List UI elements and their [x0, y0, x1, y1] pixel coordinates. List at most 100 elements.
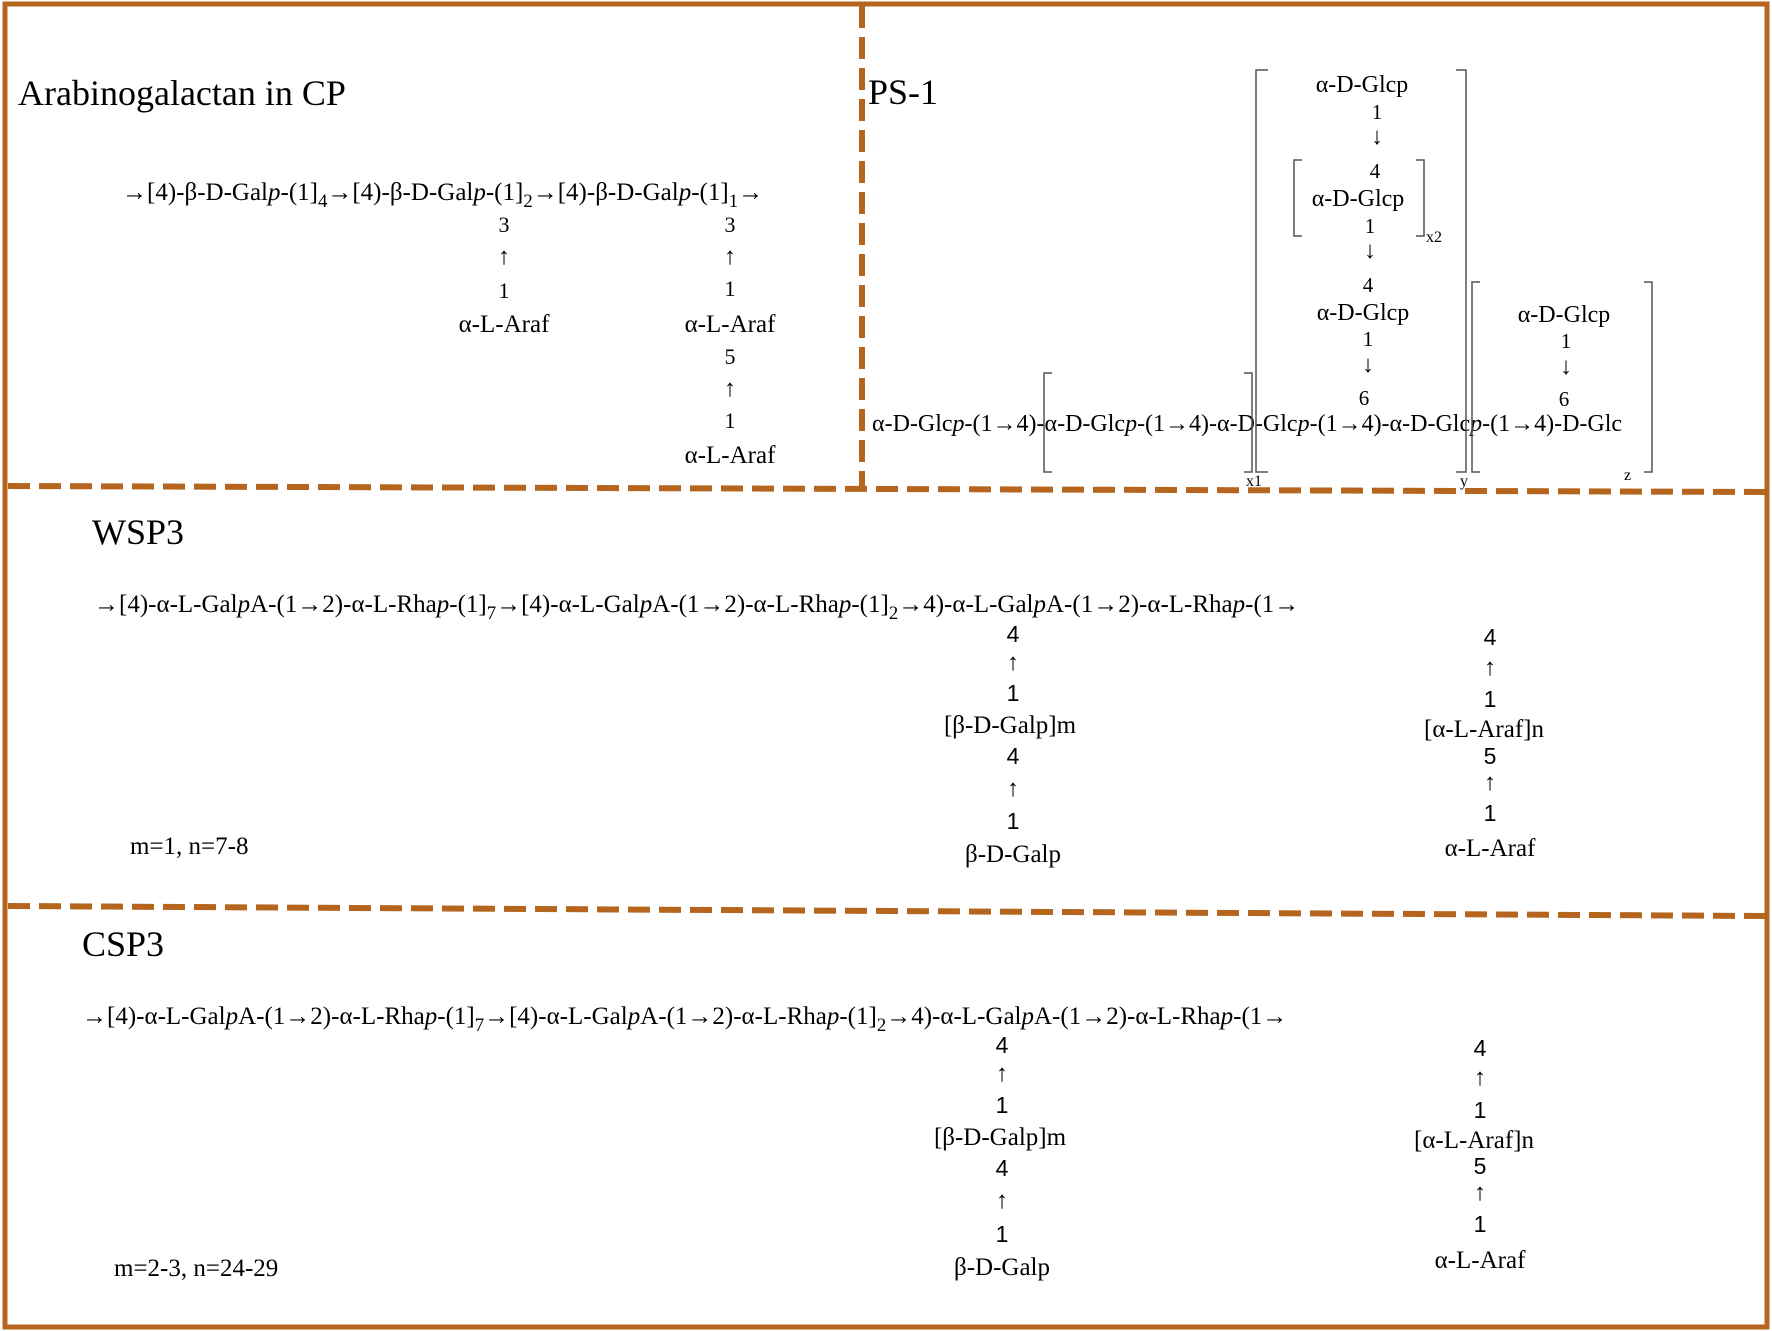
cp-branch2-linkage-5: 5	[725, 344, 736, 369]
csp3-ara-residue: α-L-Araf	[1435, 1247, 1526, 1274]
wsp3-ara-linkage-1: 1	[1484, 686, 1497, 712]
csp3-ara-linkage-1b: 1	[1474, 1211, 1487, 1237]
chain-segment: 2	[523, 191, 532, 212]
chain-segment: A-(1→2)-α-L-Rha	[250, 591, 437, 618]
chain-segment: p	[1219, 1003, 1234, 1030]
cp-main-chain: →[4)-β-D-Galp-(1]4→[4)-β-D-Galp-(1]2→[4)…	[122, 179, 763, 212]
wsp3-ara-linkage-1b: 1	[1484, 800, 1497, 826]
chain-segment: -(1→4)-α-D-Glc	[1310, 411, 1471, 437]
chain-segment: p	[1020, 1003, 1035, 1030]
csp3-main-chain: →[4)-α-L-GalpA-(1→2)-α-L-Rhap-(1]7→[4)-α…	[82, 1003, 1287, 1036]
csp3-gal-linkage-4: 4	[996, 1032, 1009, 1058]
chain-segment: →[4)-β-D-Gal	[533, 179, 679, 206]
chain-segment: A-(1→2)-α-L-Rha	[1046, 591, 1233, 618]
panel-title-csp3: CSP3	[82, 924, 164, 964]
chain-segment: →[4)-β-D-Gal	[122, 179, 268, 206]
chain-segment: p	[825, 1003, 840, 1030]
divider-h1	[7, 483, 1767, 495]
wsp3-ara-linkage-4: 4	[1484, 624, 1497, 650]
ps1-main-chain: α-D-Glcp-(1→4)-α-D-Glcp-(1→4)-α-D-Glcp-(…	[872, 411, 1622, 437]
cp-branch1-linkage-1: 1	[499, 278, 510, 303]
arrow-up-icon: ↑	[996, 1061, 1008, 1087]
arrow-up-icon: ↑	[1474, 1065, 1486, 1091]
bracket-z	[1471, 281, 1653, 473]
chain-segment: p	[435, 591, 450, 618]
chain-segment: -(1→4)-α-D-Glc	[1137, 411, 1298, 437]
arrow-down-icon: ↓	[1362, 352, 1374, 378]
subscript-y: y	[1460, 473, 1468, 490]
chain-segment: →[4)-α-L-Gal	[82, 1003, 226, 1030]
arrow-down-icon: ↓	[1560, 354, 1572, 380]
arrow-up-icon: ↑	[1484, 655, 1496, 681]
ps1-big-residue-1: α-D-Glcp	[1316, 72, 1409, 98]
arrow-down-icon: ↓	[1371, 124, 1383, 150]
cp-branch2-linkage-1: 1	[725, 276, 736, 301]
cp-branch-2: 3 ↑ 1 α-L-Araf 5 ↑ 1 α-L-Araf	[685, 212, 776, 469]
chain-segment: p	[423, 1003, 438, 1030]
chain-segment: →[4)-β-D-Gal	[327, 179, 473, 206]
ps1-big-linkage-1b: 1	[1365, 214, 1376, 238]
chain-segment: -(1]	[691, 179, 728, 206]
csp3-gal-residue: β-D-Galp	[954, 1254, 1050, 1281]
ps1-big-linkage-1c: 1	[1363, 327, 1374, 351]
csp3-ara-linkage-1: 1	[1474, 1097, 1487, 1123]
ps1-small-residue: α-D-Glcp	[1518, 302, 1611, 328]
chain-segment: p	[626, 1003, 641, 1030]
arrow-up-icon: ↑	[996, 1188, 1008, 1214]
ps1-big-residue-2: α-D-Glcp	[1312, 186, 1405, 212]
chain-segment: A-(1→2)-α-L-Rha	[238, 1003, 425, 1030]
bracket-x2	[1293, 159, 1425, 237]
cp-branch-1: 3 ↑ 1 α-L-Araf	[459, 212, 550, 338]
chain-segment: p	[1123, 411, 1137, 437]
panel-wsp3: WSP3 →[4)-α-L-GalpA-(1→2)-α-L-Rhap-(1]7→…	[92, 512, 1544, 868]
panel-cp: Arabinogalactan in CP →[4)-β-D-Galp-(1]4…	[18, 73, 776, 469]
wsp3-gal-branch: 4 ↑ 1 [β-D-Galp]m 4 ↑ 1 β-D-Galp	[944, 621, 1077, 868]
csp3-gal-residue-m: [β-D-Galp]m	[934, 1124, 1067, 1151]
chain-segment: →4)-α-L-Gal	[898, 591, 1033, 618]
csp3-ara-residue-n: [α-L-Araf]n	[1414, 1127, 1534, 1154]
cp-branch2-residue-2: α-L-Araf	[685, 442, 776, 469]
chain-segment: 4	[318, 191, 328, 212]
csp3-gal-branch: 4 ↑ 1 [β-D-Galp]m 4 ↑ 1 β-D-Galp	[934, 1032, 1067, 1281]
arrow-up-icon: ↑	[1484, 770, 1496, 796]
csp3-parameters-note: m=2-3, n=24-29	[114, 1255, 278, 1282]
chain-segment: -(1]	[437, 1003, 474, 1030]
subscript-x2: x2	[1426, 229, 1442, 246]
bracket-x1	[1043, 372, 1253, 473]
cp-branch1-residue: α-L-Araf	[459, 311, 550, 338]
chain-segment: -(1]	[281, 179, 318, 206]
chain-segment: →	[738, 179, 763, 206]
wsp3-parameters-note: m=1, n=7-8	[130, 833, 248, 860]
arrow-up-icon: ↑	[498, 244, 510, 270]
chain-segment: A-(1→2)-α-L-Rha	[1034, 1003, 1221, 1030]
panel-csp3: CSP3 →[4)-α-L-GalpA-(1→2)-α-L-Rhap-(1]7→…	[82, 924, 1534, 1282]
wsp3-ara-residue: α-L-Araf	[1445, 835, 1536, 862]
chain-segment: 7	[487, 603, 496, 624]
csp3-ara-linkage-5: 5	[1474, 1153, 1487, 1179]
arrow-down-icon: ↓	[1364, 238, 1376, 264]
wsp3-gal-linkage-4b: 4	[1007, 743, 1020, 769]
cp-branch2-linkage-3: 3	[725, 212, 736, 237]
chain-segment: p	[266, 179, 281, 206]
csp3-gal-linkage-4b: 4	[996, 1155, 1009, 1181]
wsp3-gal-residue-m: [β-D-Galp]m	[944, 712, 1077, 739]
csp3-ara-branch: 4 ↑ 1 [α-L-Araf]n 5 ↑ 1 α-L-Araf	[1414, 1035, 1534, 1274]
ps1-big-linkage-6: 6	[1359, 386, 1370, 410]
ps1-big-branch: α-D-Glcp 1 ↓ 4 α-D-Glcp 1 ↓ 4 α-D-Glcp 1…	[1312, 72, 1410, 410]
wsp3-ara-branch: 4 ↑ 1 [α-L-Araf]n 5 ↑ 1 α-L-Araf	[1424, 624, 1544, 862]
chain-segment: p	[1231, 591, 1246, 618]
csp3-ara-linkage-4: 4	[1474, 1035, 1487, 1061]
subscript-x1: x1	[1246, 473, 1262, 490]
panel-title-ps1: PS-1	[868, 72, 938, 112]
chain-segment: -(1]	[449, 591, 486, 618]
arrow-up-icon: ↑	[724, 244, 736, 270]
chain-segment: -(1]	[839, 1003, 876, 1030]
csp3-gal-linkage-1: 1	[996, 1092, 1009, 1118]
chain-segment: -(1→	[1245, 591, 1299, 618]
chain-segment: →[4)-α-L-Gal	[484, 1003, 628, 1030]
chain-segment: -(1→4)-D-Glc	[1482, 411, 1622, 437]
divider-h2	[7, 903, 1767, 919]
chain-segment: p	[224, 1003, 239, 1030]
chain-segment: A-(1→2)-α-L-Rha	[640, 1003, 827, 1030]
ps1-small-branch: α-D-Glcp 1 ↓ 6	[1518, 302, 1611, 411]
